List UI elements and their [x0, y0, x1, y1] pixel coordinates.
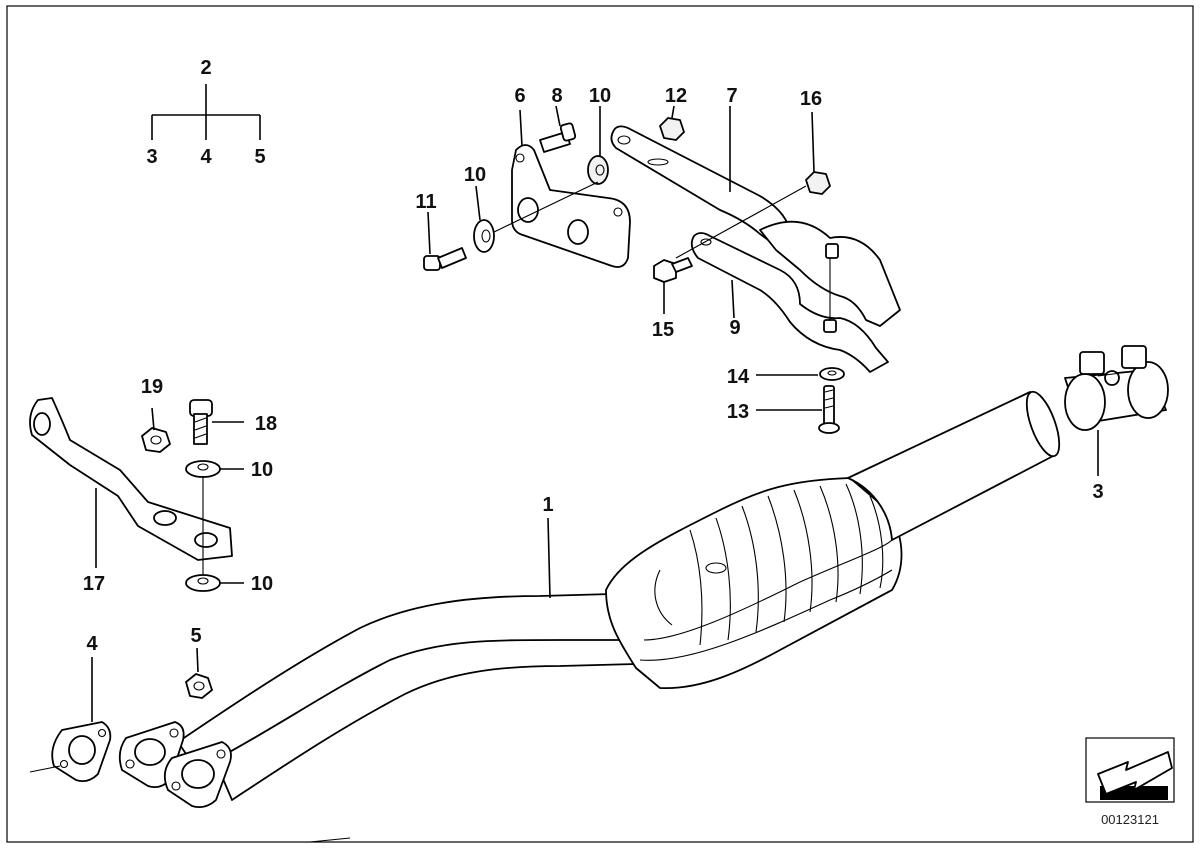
callout-label: 10 — [251, 573, 273, 595]
gasket-part-4 — [29, 657, 112, 783]
bolt-part-8 — [539, 105, 577, 153]
rear-outlet-pipe — [847, 390, 1061, 541]
front-pipe-part-1 — [118, 593, 637, 809]
callout-label: 14 — [727, 366, 750, 388]
orientation-arrow-icon — [1085, 737, 1175, 803]
washer-part-10 — [473, 181, 599, 253]
bracket-part-6 — [511, 109, 631, 268]
leader-line — [547, 517, 551, 599]
bolt-part-18 — [189, 399, 244, 445]
washer-part-10 — [587, 106, 609, 185]
bolt-part-11 — [423, 211, 467, 271]
callout-label: 17 — [83, 573, 105, 595]
callout-label: 13 — [727, 401, 749, 423]
callout-label: 19 — [141, 376, 163, 398]
callout-label: 1 — [542, 494, 553, 516]
washer-part-10 — [185, 460, 244, 478]
legend-child-label: 4 — [200, 146, 212, 168]
callout-label: 16 — [800, 88, 822, 110]
callout-label: 5 — [190, 625, 201, 647]
legend-child-label: 3 — [146, 146, 157, 168]
callout-label: 6 — [514, 85, 525, 107]
bracket-part-17 — [29, 397, 233, 561]
diagram-frame — [6, 5, 1194, 843]
callout-label: 4 — [86, 633, 98, 655]
legend-child-label: 5 — [254, 146, 265, 168]
washer-part-14 — [756, 367, 845, 381]
callout-label: 12 — [665, 85, 687, 107]
nut-part-19 — [141, 407, 171, 453]
callout-label: 18 — [255, 413, 277, 435]
callout-label: 9 — [729, 317, 740, 339]
nut-part-16 — [675, 111, 831, 259]
callout-label: 10 — [464, 164, 486, 186]
legend-parent-label: 2 — [200, 57, 211, 79]
nut-part-12 — [659, 105, 685, 141]
callout-label: 10 — [251, 459, 273, 481]
nut-part-5 — [185, 647, 213, 699]
pipe-clamp-part-3 — [1064, 345, 1169, 431]
document-number: 00123121 — [1101, 812, 1159, 827]
bolt-part-13 — [756, 385, 840, 434]
callout-label: 15 — [652, 319, 674, 341]
callout-label: 7 — [726, 85, 737, 107]
leader-line — [309, 837, 351, 843]
callout-label: 11 — [415, 191, 436, 213]
legend-tree: 2 3 4 5 — [146, 57, 265, 168]
callout-label: 10 — [589, 85, 611, 107]
callout-label: 3 — [1092, 481, 1103, 503]
strap-part-9 — [690, 220, 901, 373]
catalytic-converter — [605, 477, 903, 689]
bolt-part-15 — [653, 257, 693, 314]
callout-label: 8 — [551, 85, 562, 107]
washer-part-10 — [185, 574, 244, 592]
